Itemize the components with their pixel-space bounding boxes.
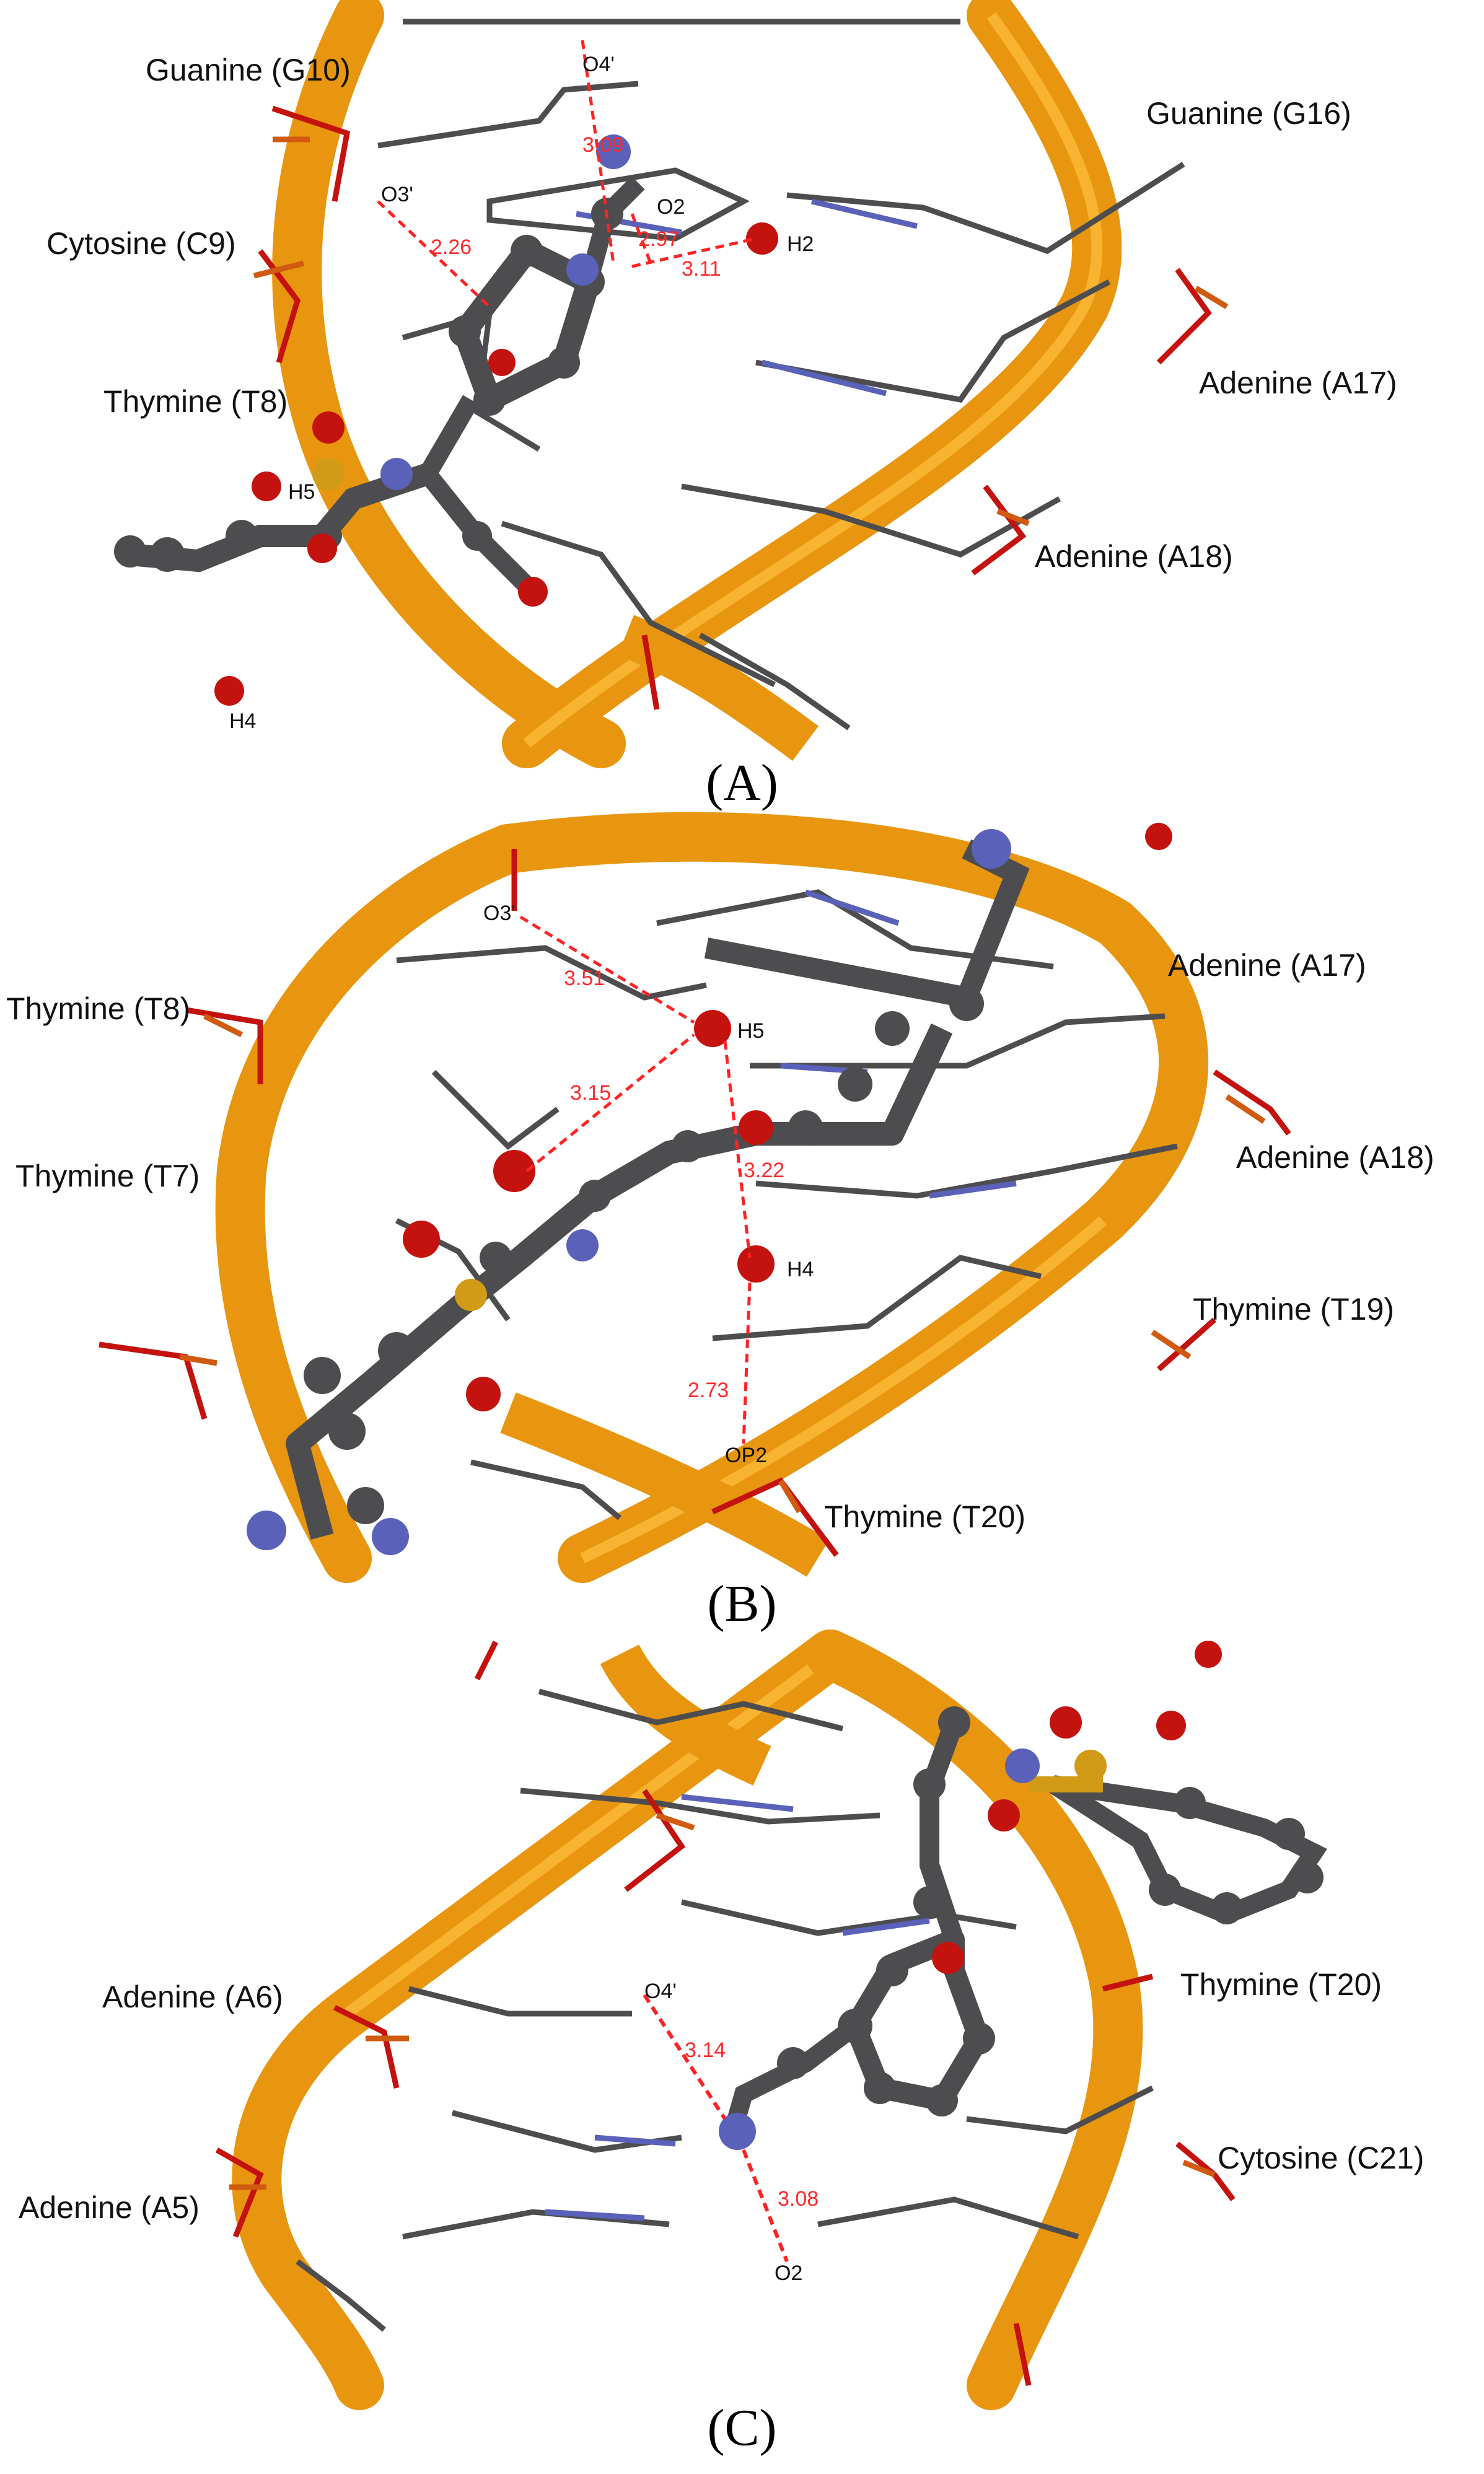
water <box>1156 1711 1186 1740</box>
backbone-ribbon <box>500 1392 830 1577</box>
backbone-highlight <box>343 1649 834 2019</box>
atom-label: O4' <box>582 53 615 76</box>
panel-c-figure: Adenine (A6) Adenine (A5) Thymine (T20) … <box>19 1630 1424 2410</box>
backbone-highlight <box>523 12 1103 748</box>
distance-label: 2.73 <box>688 1379 729 1402</box>
hydrogen-bonds <box>519 915 752 1444</box>
water-h5 <box>252 472 281 501</box>
base-nitrogen-sticks <box>576 198 918 397</box>
atom-label: O4' <box>644 1980 677 2003</box>
panel-a-caption: (A) <box>706 754 778 812</box>
panel-a-figure: Guanine (G10) Cytosine (C9) Thymine (T8)… <box>46 0 1397 768</box>
hydrogen-bonds <box>643 1994 789 2263</box>
backbone-highlight <box>580 1216 1107 1564</box>
phosphorus-sticks <box>253 136 1229 527</box>
residue-label: Thymine (T8) <box>6 991 190 1026</box>
base-sticks <box>395 889 1178 1520</box>
distance-label: 2.97 <box>638 227 679 251</box>
atom-label: O3' <box>483 901 516 925</box>
nitrile-nitrogen <box>566 253 599 286</box>
atom-label: H2 <box>787 232 814 256</box>
backbone-ribbon <box>617 615 819 761</box>
water-h4 <box>214 676 244 706</box>
base-sticks <box>377 19 1185 730</box>
atom-label: H4 <box>787 1258 814 1281</box>
ligand-molecule <box>114 134 645 607</box>
residue-label: Thymine (T20) <box>1180 1967 1382 2002</box>
atom-label: H5 <box>288 480 315 504</box>
distance-label: 3.08 <box>778 2187 819 2211</box>
phosphorus-sticks <box>229 1812 1216 2190</box>
water-h4 <box>737 1245 775 1283</box>
residue-label: Adenine (A18) <box>1035 539 1233 574</box>
residue-label: Thymine (T20) <box>824 1499 1025 1534</box>
phosphate-groups <box>258 105 1212 710</box>
water-h2 <box>746 222 778 255</box>
distance-label: 3.09 <box>582 133 623 157</box>
nitrile-nitrogen <box>719 2113 756 2150</box>
ether-oxygen <box>739 1110 773 1145</box>
water-h5 <box>694 1010 731 1047</box>
base-nitrogen-sticks <box>545 1794 930 2221</box>
distance-label: 3.51 <box>564 967 605 990</box>
atom-label: OP2 <box>725 1444 767 1467</box>
panel-b-figure: Thymine (T8) Thymine (T7) Adenine (A17) … <box>6 812 1434 1583</box>
residue-label: Thymine (T19) <box>1193 1292 1394 1327</box>
panel-c-caption: (C) <box>707 2399 777 2457</box>
atom-label: O2 <box>775 2261 802 2285</box>
distance-label: 3.14 <box>685 2038 726 2062</box>
residue-label: Adenine (A5) <box>19 2190 200 2225</box>
residue-label: Cytosine (C21) <box>1218 2141 1424 2175</box>
ligand-molecule <box>247 829 1030 1555</box>
residue-label: Thymine (T8) <box>103 384 288 419</box>
ligand-molecule <box>719 1706 1327 2150</box>
residue-label: Guanine (G16) <box>1146 96 1351 131</box>
backbone-ribbon <box>502 0 1122 768</box>
residue-label: Adenine (A17) <box>1199 366 1397 400</box>
distance-label: 3.15 <box>570 1081 611 1105</box>
atom-label: H5 <box>737 1019 764 1043</box>
distance-label: 2.26 <box>431 235 472 259</box>
residue-label: Cytosine (C9) <box>46 226 236 261</box>
residue-label: Adenine (A6) <box>102 1980 283 2014</box>
atom-label: O3' <box>381 183 413 206</box>
residue-label: Thymine (T7) <box>15 1159 200 1193</box>
residue-label: Guanine (G10) <box>146 53 351 87</box>
panel-b-caption: (B) <box>707 1575 777 1633</box>
atom-label: O2 <box>657 195 685 219</box>
distance-label: 3.22 <box>744 1159 784 1182</box>
atom-label: H4 <box>229 709 256 733</box>
water <box>1195 1641 1222 1668</box>
distance-label: 3.11 <box>682 257 721 281</box>
base-sticks <box>296 1688 1154 2332</box>
phosphorus-sticks <box>179 1013 1266 1514</box>
backbone-ribbon <box>272 0 626 768</box>
hydrogen-bonds <box>377 40 757 308</box>
water <box>1145 823 1172 850</box>
residue-label: Adenine (A17) <box>1168 948 1366 983</box>
residue-label: Adenine (A18) <box>1236 1140 1434 1175</box>
